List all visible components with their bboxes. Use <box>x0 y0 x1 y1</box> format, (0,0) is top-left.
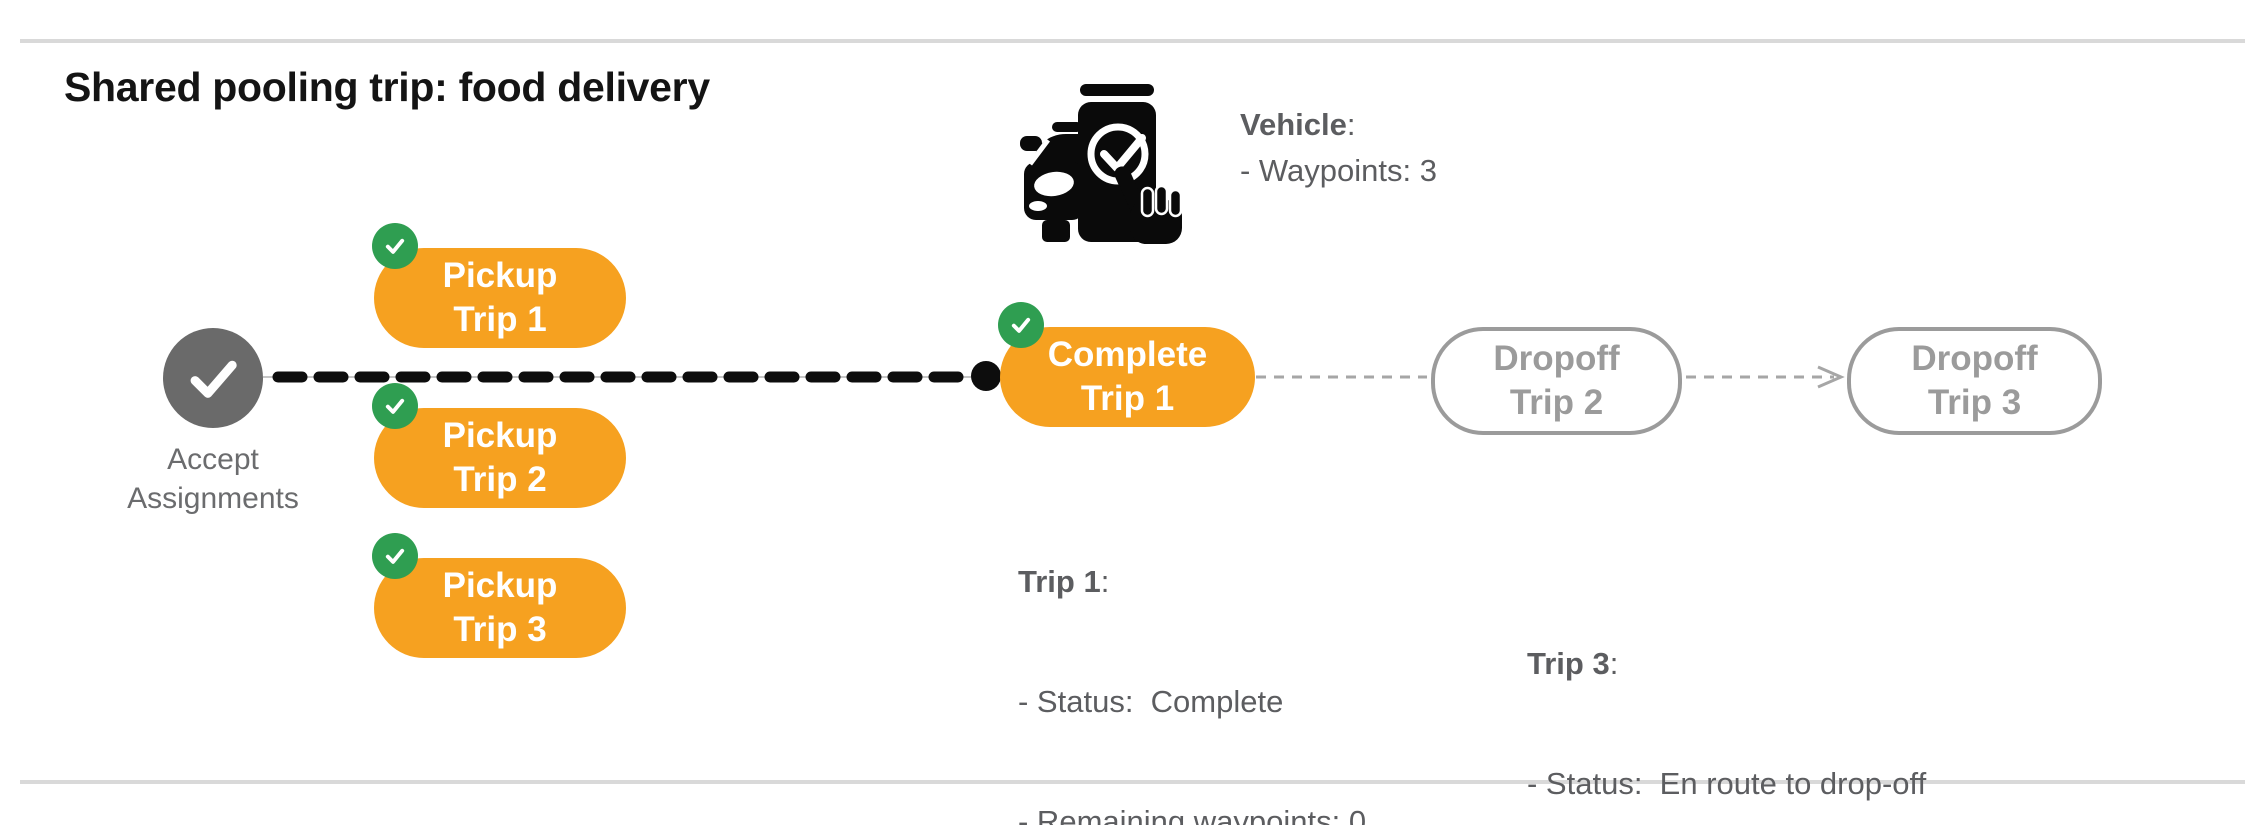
pointing-hand-icon <box>1114 166 1183 244</box>
complete-trip-1-node: Complete Trip 1 <box>998 302 1255 427</box>
arrowhead-icon <box>1817 365 1845 389</box>
trip-3-status-line: - Status: En route to drop-off <box>1527 766 1927 801</box>
check-icon <box>1011 317 1031 333</box>
pill-label-line: Dropoff <box>1493 339 1620 378</box>
vehicle-waypoints: - Waypoints: 3 <box>1240 153 1437 188</box>
pill-label-line: Dropoff <box>1911 339 2038 378</box>
trip-1-waypoints-line: - Remaining waypoints: 0 <box>1018 804 1367 825</box>
accept-assignments-label: Accept Assignments <box>127 443 299 515</box>
check-icon <box>385 398 405 414</box>
completed-badge <box>372 383 418 429</box>
check-icon <box>385 238 405 254</box>
pill-label-line: Trip 2 <box>1509 383 1604 422</box>
dropoff-trip-2-node: Dropoff Trip 2 <box>1431 327 1682 435</box>
vehicle-info: Vehicle: - Waypoints: 3 <box>1240 102 1437 194</box>
pickup-trip-2-node: Pickup Trip 2 <box>372 383 626 508</box>
completed-badge <box>998 302 1044 348</box>
dropoff-trip-3-node: Dropoff Trip 3 <box>1847 327 2102 435</box>
pill-label-line: Pickup <box>442 256 558 295</box>
pickup-trip-1-node: Pickup Trip 1 <box>372 223 626 348</box>
car-window <box>1034 171 1074 197</box>
page-title: Shared pooling trip: food delivery <box>64 64 710 110</box>
pill-label-line: Trip 3 <box>453 610 547 649</box>
vehicle-label: Vehicle: <box>1240 107 1356 142</box>
car-windshield-line <box>1028 138 1050 166</box>
vehicle-phone-check-icon <box>1020 84 1183 244</box>
pill-label-line: Pickup <box>442 566 558 605</box>
trip-1-title: Trip 1: <box>1018 564 1110 599</box>
pill-label-line: Trip 2 <box>453 460 547 499</box>
completed-badge <box>372 533 418 579</box>
check-icon <box>385 548 405 564</box>
trip-status-block-1: Trip 1: - Status: Complete - Remaining w… <box>1018 482 1417 825</box>
accept-assignments-node <box>163 328 263 428</box>
pill-label-line: Trip 1 <box>453 300 547 339</box>
trip-1-status-line: - Status: Complete <box>1018 684 1284 719</box>
check-icon <box>190 360 237 398</box>
current-position-dot <box>971 361 1001 391</box>
pill-label-line: Pickup <box>442 416 558 455</box>
top-divider <box>20 39 2245 43</box>
pickup-trip-3-node: Pickup Trip 3 <box>372 533 626 658</box>
trip-3-title: Trip 3: <box>1527 646 1619 681</box>
pill-label-line: Trip 1 <box>1080 379 1175 418</box>
completed-badge <box>372 223 418 269</box>
pill-label-line: Trip 3 <box>1927 383 2022 422</box>
car-headlight <box>1029 201 1047 211</box>
trip-status-block-2: Trip 3: - Status: En route to drop-off -… <box>1527 564 1926 825</box>
pill-label-line: Complete <box>1047 335 1208 374</box>
bottom-divider <box>20 780 2245 784</box>
